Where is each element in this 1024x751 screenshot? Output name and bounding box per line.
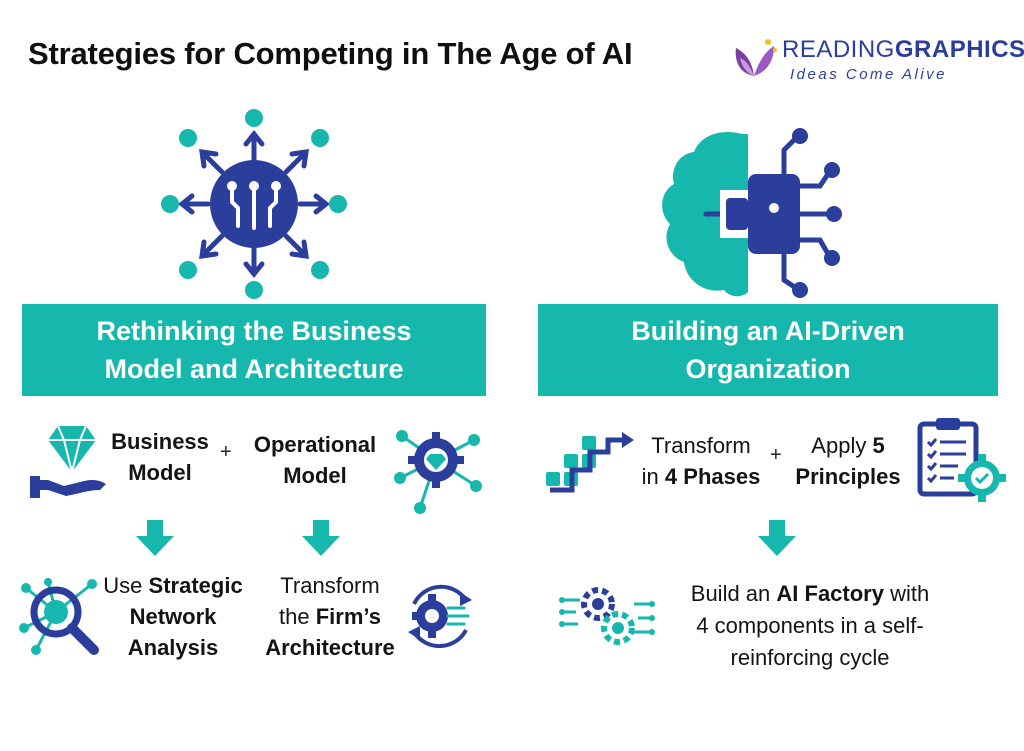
banner-line: Rethinking the Business (96, 316, 412, 346)
apply-principles-label: Apply 5 Principles (795, 433, 901, 489)
butterfly-logo-icon (735, 39, 777, 76)
strategic-network-label: Use Strategic Network Analysis (103, 573, 243, 660)
plus-sign: + (220, 441, 232, 463)
down-arrow-icon (302, 520, 340, 556)
banner-line: Model and Architecture (104, 354, 404, 384)
firm-architecture-label: Transform the Firm’s Architecture (265, 573, 395, 660)
gear-cycle-icon (408, 584, 472, 649)
logo-brand: READINGGRAPHICS (782, 36, 1024, 63)
stairs-arrow-icon (546, 432, 634, 493)
banner-line: Organization (685, 354, 851, 384)
banner-line: Building an AI-Driven (631, 316, 905, 346)
down-arrow-icon (758, 520, 796, 556)
chip-arrows-icon (161, 109, 347, 299)
ai-factory-label: Build an AI Factory with 4 components in… (690, 581, 930, 670)
logo-tagline: Ideas Come Alive (790, 66, 947, 83)
down-arrow-icon (136, 520, 174, 556)
brain-circuit-icon (662, 128, 842, 298)
page-title: Strategies for Competing in The Age of A… (28, 36, 633, 71)
diamond-hand-icon (30, 425, 106, 498)
magnifier-network-icon (19, 578, 99, 655)
plus-sign: + (770, 444, 782, 466)
gears-circuit-icon (559, 587, 655, 645)
checklist-gear-icon (917, 418, 1006, 502)
transform-phases-label: Transform in 4 Phases (641, 433, 761, 489)
gear-network-icon (394, 430, 482, 514)
